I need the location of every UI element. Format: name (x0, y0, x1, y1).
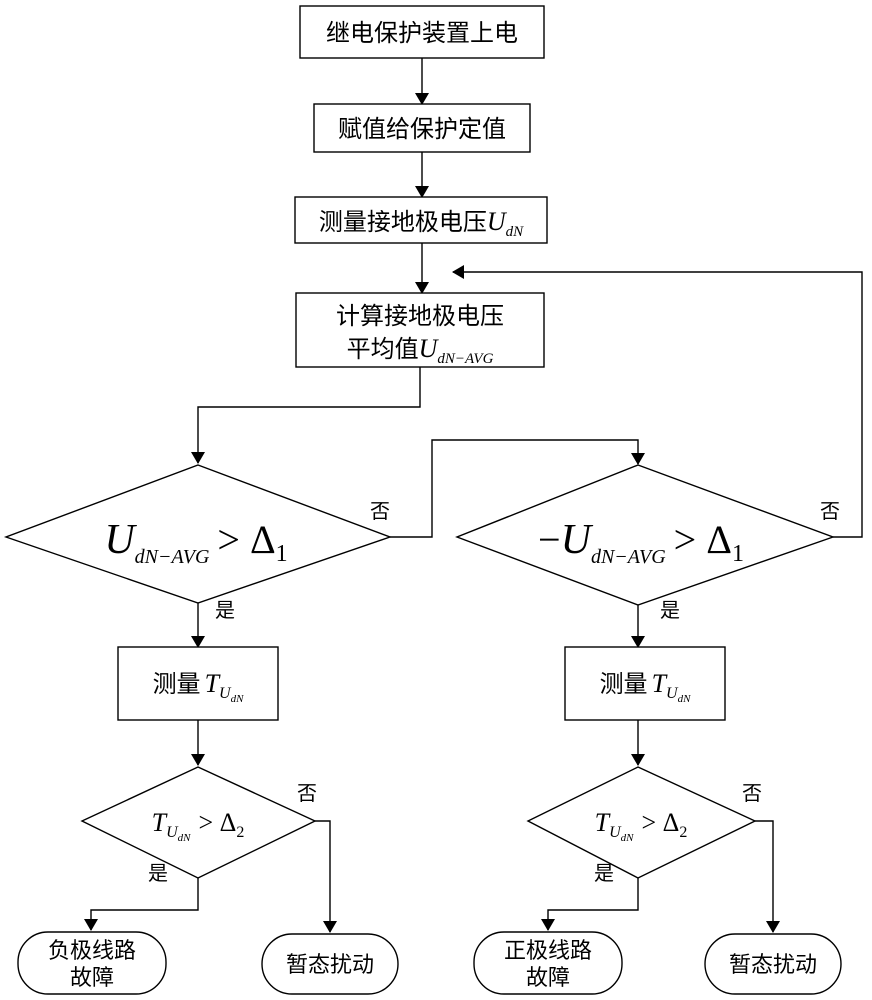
decision-right-neg: − (538, 517, 561, 562)
compute-avg-line2: 平均值UdN−AVG (347, 334, 494, 367)
label-yes-decision-left: 是 (215, 598, 235, 622)
decision-t-right-subvar: U (609, 824, 622, 841)
decision-right-idx: 1 (732, 541, 744, 567)
pos-fault-line1: 正极线路 (504, 939, 592, 964)
edge-decision-right-no-loop (452, 265, 863, 538)
decision-left-idx: 1 (276, 541, 288, 567)
pos-fault-line2: 故障 (526, 966, 570, 991)
measure-voltage-sub: dN (506, 224, 525, 240)
measure-t-right-var: T (652, 669, 668, 698)
measure-voltage-var: U (487, 207, 508, 236)
decision-left-sub: dN−AVG (135, 546, 210, 568)
decision-t-left-idx: 2 (236, 824, 244, 841)
node-measure-voltage-text: 测量接地极电压UdN (319, 207, 524, 240)
decision-t-left-text: TUdN > Δ2 (152, 808, 245, 844)
terminal-transient-left: 暂态扰动 (261, 933, 399, 995)
measure-voltage-prefix: 测量接地极电压 (319, 208, 487, 236)
node-power-on: 继电保护装置上电 (299, 5, 545, 59)
edge-decision-t-right-no (755, 820, 780, 933)
decision-left-var: U (104, 517, 137, 563)
decision-t-left-subvar: U (166, 824, 179, 841)
node-decision-right: −UdN−AVG > Δ1 (455, 464, 836, 606)
label-yes-decision-t-right: 是 (594, 861, 614, 885)
label-no-decision-right: 否 (820, 499, 840, 523)
node-decision-t-left: TUdN > Δ2 (80, 766, 317, 879)
measure-t-left-subsub: dN (231, 693, 245, 705)
edge-labels: 否 否 是 是 否 否 是 是 (148, 499, 840, 885)
node-measure-voltage: 测量接地极电压UdN (294, 196, 548, 244)
node-compute-avg: 计算接地极电压 平均值UdN−AVG (295, 292, 545, 368)
compute-avg-var: U (419, 334, 440, 363)
decision-right-op: > Δ (674, 517, 732, 562)
node-decision-left: UdN−AVG > Δ1 (3, 464, 393, 604)
measure-t-right-prefix: 测量 (600, 670, 648, 698)
decision-t-right-subsub: dN (621, 832, 635, 844)
terminal-transient-right: 暂态扰动 (704, 933, 842, 995)
edge-compute-to-decision-left (191, 367, 421, 464)
decision-t-right-idx: 2 (679, 824, 687, 841)
edge-decision-t-left-yes (84, 878, 199, 931)
label-yes-decision-right: 是 (660, 598, 680, 622)
measure-t-left-var: T (205, 669, 221, 698)
transient-right-text: 暂态扰动 (729, 953, 817, 978)
terminal-pos-fault: 正极线路 故障 (473, 931, 623, 995)
node-decision-t-right: TUdN > Δ2 (526, 766, 757, 879)
node-assign: 赋值给保护定值 (313, 103, 531, 153)
neg-fault-line2: 故障 (70, 966, 114, 991)
measure-t-left-subvar: U (219, 685, 232, 702)
compute-avg-prefix: 平均值 (347, 335, 419, 363)
decision-t-left-op: > Δ (198, 808, 236, 837)
decision-left-op: > Δ (217, 517, 275, 562)
edge-decision-t-right-yes (541, 878, 639, 931)
label-no-decision-left: 否 (370, 499, 390, 523)
decision-t-right-var: T (595, 808, 611, 837)
neg-fault-line1: 负极线路 (48, 939, 136, 964)
label-no-decision-t-left: 否 (297, 781, 317, 805)
transient-left-text: 暂态扰动 (286, 953, 374, 978)
decision-right-var: U (561, 517, 594, 563)
node-assign-text: 赋值给保护定值 (338, 115, 506, 143)
measure-t-left-prefix: 测量 (153, 670, 201, 698)
compute-avg-sub: dN−AVG (437, 351, 493, 367)
decision-t-left-var: T (152, 808, 168, 837)
decision-t-right-text: TUdN > Δ2 (595, 808, 688, 844)
decision-right-sub: dN−AVG (591, 546, 666, 568)
label-no-decision-t-right: 否 (742, 781, 762, 805)
node-power-on-text: 继电保护装置上电 (326, 19, 518, 47)
edge-decision-left-no (390, 439, 645, 538)
compute-avg-line1: 计算接地极电压 (336, 302, 504, 330)
measure-t-right-subvar: U (666, 685, 679, 702)
decision-left-text: UdN−AVG > Δ1 (104, 517, 287, 568)
decision-t-right-op: > Δ (641, 808, 679, 837)
edges (84, 58, 863, 933)
decision-t-left-subsub: dN (178, 832, 192, 844)
terminal-neg-fault: 负极线路 故障 (17, 931, 167, 995)
label-yes-decision-t-left: 是 (148, 861, 168, 885)
decision-right-text: −UdN−AVG > Δ1 (538, 517, 744, 568)
measure-t-right-subsub: dN (678, 693, 692, 705)
edge-decision-t-left-no (315, 820, 337, 933)
